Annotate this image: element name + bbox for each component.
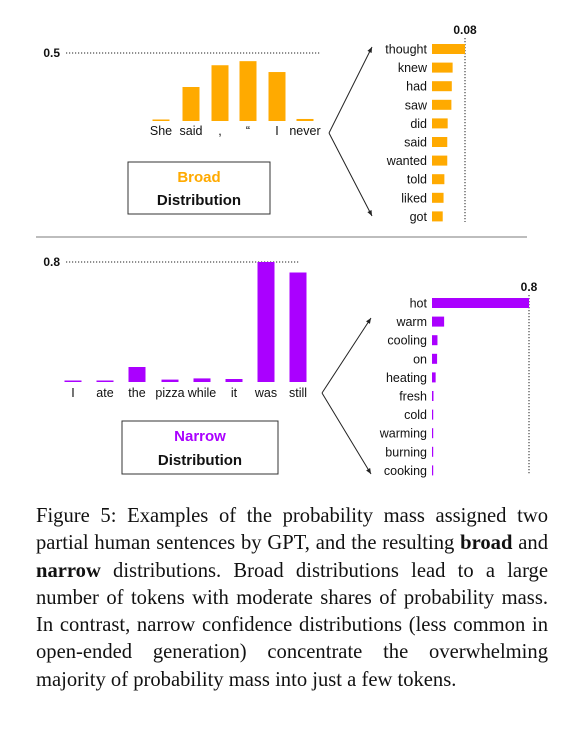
narrow-next-token-token-label: hot bbox=[410, 297, 428, 311]
arrow-upper bbox=[321, 317, 372, 394]
broad-next-token-bar bbox=[432, 174, 445, 185]
broad-context-bar bbox=[296, 118, 314, 121]
broad-context-token-label: never bbox=[289, 124, 320, 138]
narrow-context-token-label: ate bbox=[96, 386, 113, 400]
narrow-next-token-bar bbox=[432, 391, 434, 401]
broad-next-token-token-label: thought bbox=[385, 43, 427, 57]
narrow-next-token-token-label: warm bbox=[395, 315, 427, 329]
narrow-next-token-token-label: cooling bbox=[387, 334, 427, 348]
narrow-context-bar bbox=[257, 262, 275, 382]
narrow-next-token-bar bbox=[432, 316, 445, 327]
broad-context-token-label: said bbox=[180, 124, 203, 138]
broad-next-token-bar bbox=[432, 155, 448, 166]
broad-next-token-token-label: knew bbox=[398, 61, 428, 75]
broad-next-token-token-label: liked bbox=[401, 191, 427, 205]
narrow-context-reference-label: 0.8 bbox=[43, 255, 60, 269]
arrow-head-lower bbox=[367, 210, 372, 216]
broad-context-token-label: “ bbox=[246, 124, 250, 138]
broad-next-token-token-label: saw bbox=[405, 98, 428, 112]
broad-context-bar bbox=[182, 87, 200, 121]
broad-next-token-token-label: got bbox=[410, 210, 428, 224]
caption-prefix: Figure 5: Examples of the probability ma… bbox=[36, 505, 548, 555]
narrow-next-token-token-label: cold bbox=[404, 408, 427, 422]
narrow-next-token-bar bbox=[432, 465, 434, 476]
broad-next-token-bar bbox=[432, 99, 452, 110]
narrow-context-token-label: still bbox=[289, 386, 307, 400]
broad-next-token-bar bbox=[432, 211, 443, 222]
narrow-context-token-label: I bbox=[71, 386, 74, 400]
broad-context-token-label: She bbox=[150, 124, 172, 138]
narrow-context-bar bbox=[128, 367, 146, 382]
narrow-next-token-chart: 0.8 hot warm cooling on heating fresh cold warmi… bbox=[379, 280, 538, 478]
broad-legend-distribution: Distribution bbox=[157, 192, 241, 209]
caption-bold-narrow: narrow bbox=[36, 559, 101, 582]
broad-context-bar bbox=[211, 65, 229, 121]
narrow-next-token-bar bbox=[432, 298, 529, 308]
broad-legend-box: Broad Distribution bbox=[127, 161, 271, 215]
narrow-next-token-reference-label: 0.8 bbox=[521, 280, 538, 294]
narrow-legend-distribution: Distribution bbox=[158, 452, 242, 469]
caption-bold-broad: broad bbox=[460, 532, 513, 555]
narrow-context-bar bbox=[289, 272, 307, 382]
narrow-context-bar bbox=[64, 380, 82, 382]
broad-next-token-reference-label: 0.08 bbox=[453, 23, 477, 37]
broad-next-token-token-label: did bbox=[410, 117, 427, 131]
narrow-context-token-label: it bbox=[231, 386, 238, 400]
arrow-lower bbox=[321, 392, 372, 475]
narrow-context-bar bbox=[225, 379, 243, 382]
arrow-lower bbox=[328, 132, 373, 217]
broad-next-token-chart: 0.08 thought knew had saw did said wanted told li… bbox=[385, 23, 477, 224]
broad-next-token-bar bbox=[432, 81, 452, 92]
arrow-head-lower bbox=[366, 468, 371, 474]
broad-context-token-label: , bbox=[218, 124, 221, 138]
narrow-next-token-bar bbox=[432, 409, 434, 420]
caption-suffix: distributions. Broad distributions lead … bbox=[36, 559, 548, 691]
narrow-next-token-token-label: cooking bbox=[384, 464, 427, 478]
broad-next-token-bar bbox=[432, 192, 444, 203]
broad-context-bar bbox=[268, 72, 286, 121]
broad-arrows bbox=[328, 46, 373, 217]
narrow-next-token-token-label: on bbox=[413, 352, 427, 366]
broad-next-token-bar bbox=[432, 44, 465, 54]
narrow-context-token-label: while bbox=[187, 386, 217, 400]
narrow-next-token-token-label: warming bbox=[379, 427, 427, 441]
arrow-head-upper bbox=[366, 318, 371, 324]
figure-caption: Figure 5: Examples of the probability ma… bbox=[36, 503, 548, 694]
narrow-legend-box: Narrow Distribution bbox=[121, 420, 279, 475]
narrow-context-token-label: pizza bbox=[155, 386, 184, 400]
broad-next-token-token-label: said bbox=[404, 136, 427, 150]
broad-next-token-token-label: told bbox=[407, 173, 427, 187]
broad-next-token-token-label: had bbox=[406, 80, 427, 94]
caption-mid: and bbox=[512, 532, 548, 555]
narrow-next-token-bar bbox=[432, 446, 434, 457]
narrow-next-token-bar bbox=[432, 335, 438, 346]
broad-context-bar bbox=[239, 61, 257, 121]
narrow-next-token-token-label: heating bbox=[386, 371, 427, 385]
narrow-next-token-bar bbox=[432, 428, 434, 439]
broad-legend-word: Broad bbox=[177, 169, 220, 186]
narrow-legend-word: Narrow bbox=[174, 428, 226, 445]
narrow-next-token-bar bbox=[432, 353, 438, 364]
arrow-head-upper bbox=[367, 47, 372, 53]
broad-next-token-bar bbox=[432, 118, 448, 129]
narrow-context-token-label: the bbox=[128, 386, 145, 400]
broad-context-reference-label: 0.5 bbox=[43, 46, 60, 60]
narrow-context-bar bbox=[161, 379, 179, 382]
broad-next-token-token-label: wanted bbox=[386, 154, 427, 168]
broad-next-token-bar bbox=[432, 62, 453, 73]
broad-context-token-label: I bbox=[275, 124, 278, 138]
narrow-next-token-token-label: burning bbox=[385, 445, 427, 459]
arrow-upper bbox=[328, 46, 373, 134]
narrow-context-bar bbox=[193, 378, 211, 382]
broad-context-bar bbox=[152, 119, 170, 121]
narrow-next-token-token-label: fresh bbox=[399, 390, 427, 404]
narrow-context-token-label: was bbox=[254, 386, 277, 400]
broad-next-token-bar bbox=[432, 137, 448, 147]
narrow-arrows bbox=[321, 317, 372, 475]
narrow-next-token-bar bbox=[432, 372, 436, 383]
narrow-context-bar bbox=[96, 380, 114, 382]
